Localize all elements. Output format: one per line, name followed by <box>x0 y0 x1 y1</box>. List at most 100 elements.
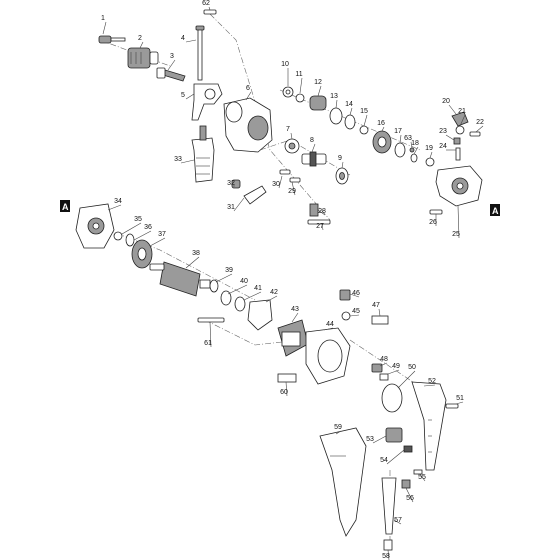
part-number-49: 49 <box>392 363 400 370</box>
part-7-bearing <box>284 138 300 154</box>
leader-line-61 <box>209 321 212 348</box>
part-number-50: 50 <box>408 364 416 371</box>
part-number-57: 57 <box>394 517 402 524</box>
leader-line-22 <box>475 125 484 133</box>
part-14-washer <box>344 114 356 130</box>
part-number-18: 18 <box>411 140 419 147</box>
part-42-field-plate <box>247 299 273 331</box>
part-13-bearing <box>329 107 343 125</box>
leader-line-19 <box>429 151 433 159</box>
part-number-9: 9 <box>338 155 342 162</box>
leader-line-48 <box>379 362 388 367</box>
part-number-45: 45 <box>352 308 360 315</box>
assembly-lines <box>94 13 441 545</box>
part-24-pin <box>455 147 461 161</box>
leader-line-51 <box>455 401 464 405</box>
part-number-63: 63 <box>404 135 412 142</box>
part-number-41: 41 <box>254 285 262 292</box>
part-number-25: 25 <box>452 231 460 238</box>
part-35-washer <box>113 231 123 241</box>
part-6-gear-housing <box>223 97 273 153</box>
part-9-bearing <box>335 167 349 185</box>
leader-line-57 <box>393 519 402 525</box>
leader-line-37 <box>149 237 166 247</box>
part-36-ring <box>125 233 135 247</box>
part-number-13: 13 <box>330 93 338 100</box>
leader-line-3 <box>167 59 176 71</box>
leader-line-18 <box>413 146 419 155</box>
part-number-17: 17 <box>394 128 402 135</box>
part-number-51: 51 <box>456 395 464 402</box>
leader-line-44 <box>323 327 334 331</box>
leader-line-8 <box>311 143 316 153</box>
part-number-2: 2 <box>138 35 142 42</box>
leader-line-25 <box>457 205 460 239</box>
part-44-motor-housing <box>305 327 351 385</box>
part-number-47: 47 <box>372 302 380 309</box>
leader-line-54 <box>386 449 405 465</box>
leader-line-23 <box>445 134 455 141</box>
part-53-switch <box>385 427 403 443</box>
leader-line-56 <box>405 487 414 503</box>
part-number-31: 31 <box>227 204 235 211</box>
part-number-60: 60 <box>280 389 288 396</box>
leader-line-34 <box>107 204 122 211</box>
part-61-screw <box>197 317 225 323</box>
part-27-pin <box>307 219 331 225</box>
part-43-field <box>277 319 309 357</box>
part-1-screw <box>98 35 126 44</box>
leader-line-39 <box>215 273 233 283</box>
leader-line-49 <box>387 369 400 375</box>
part-54-lock-button <box>403 445 413 453</box>
part-20-lever <box>451 111 469 127</box>
part-number-39: 39 <box>225 267 233 274</box>
part-number-40: 40 <box>240 278 248 285</box>
part-8-spindle <box>301 151 327 167</box>
part-number-8: 8 <box>310 137 314 144</box>
part-40-bearing <box>220 290 232 306</box>
leader-line-46 <box>349 293 360 298</box>
part-number-20: 20 <box>442 98 450 105</box>
part-58-cord <box>383 539 393 551</box>
leader-line-38 <box>185 256 200 269</box>
part-number-11: 11 <box>295 71 302 78</box>
part-21-knob <box>455 125 465 135</box>
leader-line-6 <box>245 91 252 101</box>
part-18-ring <box>410 153 418 163</box>
section-marker-a-right: A <box>490 204 500 216</box>
leader-line-5 <box>185 93 195 100</box>
leader-line-29 <box>291 181 296 196</box>
leader-line-27 <box>321 223 324 231</box>
leader-line-36 <box>133 230 152 241</box>
part-23-spring <box>453 137 461 145</box>
leader-line-45 <box>349 314 360 317</box>
part-number-59: 59 <box>334 424 342 431</box>
leader-line-63 <box>410 141 413 149</box>
leader-line-59 <box>335 430 342 435</box>
part-number-54: 54 <box>380 457 388 464</box>
part-number-14: 14 <box>345 101 353 108</box>
leader-line-58 <box>387 549 390 560</box>
part-number-62: 62 <box>202 0 210 7</box>
leader-line-53 <box>372 435 387 444</box>
leader-line-41 <box>243 291 262 301</box>
part-19-ring <box>425 157 435 167</box>
part-2-drill-chuck <box>127 47 159 69</box>
part-46-brush-holder <box>339 289 351 301</box>
leader-line-12 <box>317 85 322 97</box>
part-number-56: 56 <box>406 495 414 502</box>
part-25-gear-cover <box>435 165 483 207</box>
part-number-35: 35 <box>134 216 142 223</box>
part-number-27: 27 <box>316 223 324 230</box>
leader-line-20 <box>448 104 457 115</box>
part-48-49-switch-parts <box>371 363 389 381</box>
part-number-52: 52 <box>428 378 436 385</box>
part-number-38: 38 <box>192 250 200 257</box>
leader-line-43 <box>291 312 299 323</box>
part-number-10: 10 <box>281 61 289 68</box>
part-number-22: 22 <box>476 119 484 126</box>
part-63-ball <box>409 147 415 153</box>
part-number-6: 6 <box>246 85 250 92</box>
part-31-lever <box>243 185 267 205</box>
